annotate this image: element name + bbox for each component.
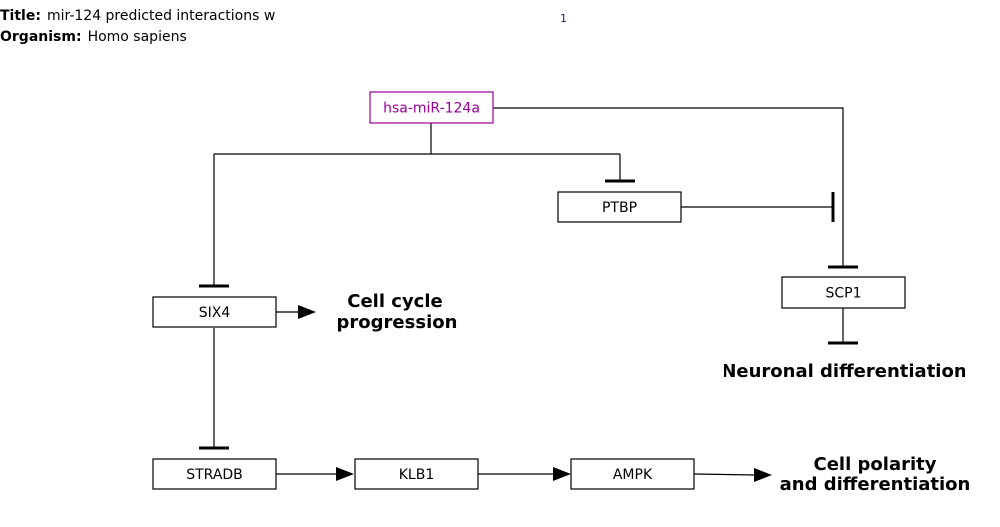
node-stradb[interactable]: STRADB bbox=[152, 458, 277, 490]
node-ptbp[interactable]: PTBP bbox=[557, 191, 682, 223]
node-scp1-label: SCP1 bbox=[825, 286, 861, 302]
node-stradb-label: STRADB bbox=[186, 467, 243, 483]
node-ampk[interactable]: AMPK bbox=[570, 458, 695, 490]
title-value: mir-124 predicted interactions w bbox=[46, 8, 276, 24]
node-klb1-label: KLB1 bbox=[399, 467, 435, 483]
organism-label: Organism: bbox=[0, 29, 82, 45]
node-six4[interactable]: SIX4 bbox=[152, 296, 277, 328]
node-ampk-label: AMPK bbox=[613, 467, 653, 483]
label-polarity-line2: and differentiation bbox=[780, 474, 971, 495]
organism-row: Organism: Homo sapiens bbox=[0, 29, 187, 45]
title-row: Title: mir-124 predicted interactions w bbox=[0, 8, 307, 24]
node-klb1[interactable]: KLB1 bbox=[354, 458, 479, 490]
label-cell-cycle-line1: Cell cycle bbox=[347, 291, 442, 312]
arrow-six4-cellcycle bbox=[298, 305, 316, 319]
edge-ampk-polarity bbox=[693, 473, 757, 476]
title-label: Title: bbox=[0, 8, 41, 24]
label-neuronal: Neuronal differentiation bbox=[721, 361, 966, 382]
arrow-stradb-klb1 bbox=[336, 467, 354, 481]
node-hsa-mir-124a[interactable]: hsa-miR-124a bbox=[369, 91, 494, 124]
node-ptbp-label: PTBP bbox=[602, 200, 637, 216]
organism-value: Homo sapiens bbox=[87, 29, 187, 45]
page-number: 1 bbox=[560, 12, 567, 25]
label-polarity-line1: Cell polarity bbox=[814, 454, 937, 475]
arrow-ampk-polarity bbox=[754, 468, 772, 482]
node-hsa-mir-124a-label: hsa-miR-124a bbox=[383, 101, 480, 117]
edge-mirna-scp1 bbox=[493, 107, 844, 267]
node-six4-label: SIX4 bbox=[199, 305, 231, 321]
arrow-klb1-ampk bbox=[553, 467, 571, 481]
label-cell-cycle-line2: progression bbox=[337, 312, 458, 333]
edges bbox=[199, 107, 858, 482]
label-neuronal-group: Neuronal differentiation bbox=[721, 361, 966, 382]
node-scp1[interactable]: SCP1 bbox=[781, 276, 906, 309]
